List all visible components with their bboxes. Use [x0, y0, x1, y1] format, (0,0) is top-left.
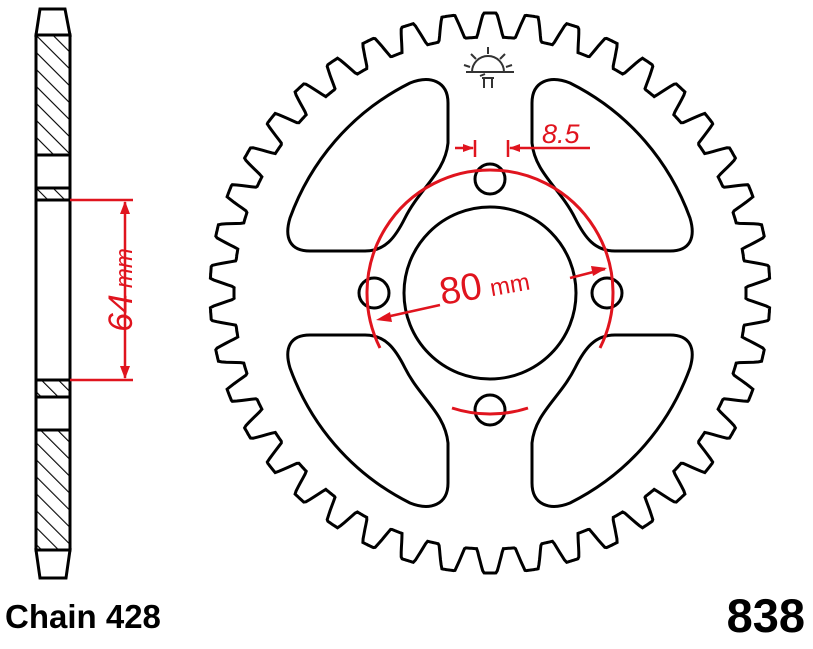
center-bore: [402, 205, 578, 381]
part-number: 838: [726, 589, 805, 642]
bolt-hole-top: [473, 162, 507, 196]
side-profile: [34, 7, 72, 580]
window-bottom-right: [530, 333, 694, 508]
bolt-circle-arc: [365, 168, 615, 416]
bolt-holes: [357, 162, 624, 427]
sprocket-teeth-outline: [208, 11, 772, 575]
dimension-64-text: 64mm: [102, 248, 140, 332]
bolt-hole-right: [590, 276, 624, 310]
lightening-windows: [286, 78, 694, 508]
dimension-8-5: [455, 140, 590, 157]
window-bottom-left: [286, 333, 450, 508]
sun-logo: [463, 47, 514, 88]
dimension-80mm: [376, 266, 607, 322]
bolt-hole-left: [357, 276, 391, 310]
window-top-left: [286, 78, 450, 253]
chain-label: Chain 428: [5, 598, 161, 635]
dimension-8-5-text: 8.5: [542, 119, 581, 149]
dimension-64mm: [70, 198, 133, 382]
window-top-right: [530, 78, 694, 253]
bolt-hole-bottom: [473, 393, 507, 427]
